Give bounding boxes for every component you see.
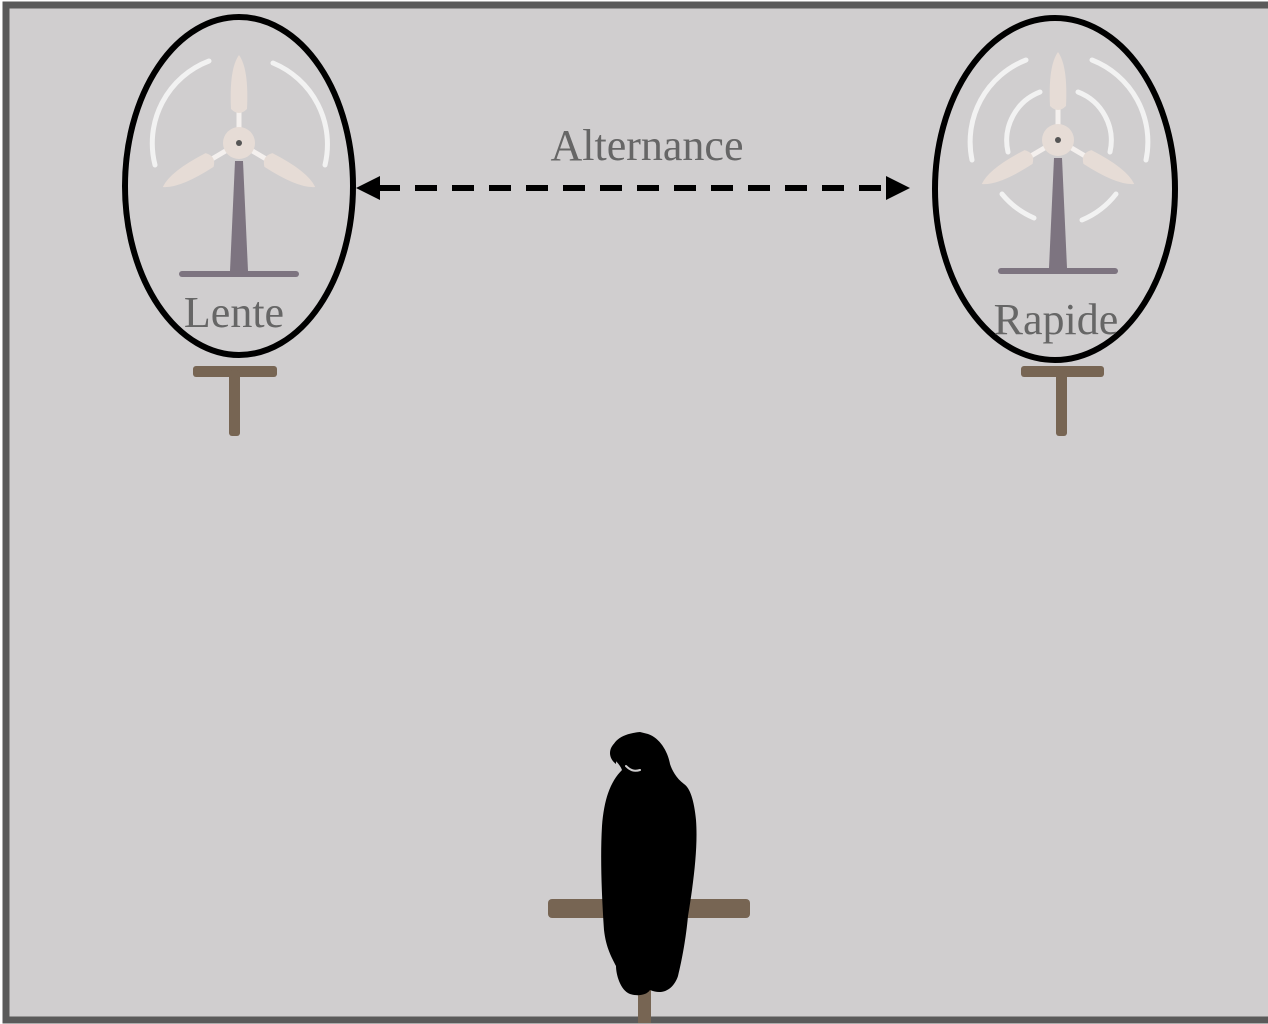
raptor-silhouette-icon <box>601 732 697 996</box>
alternation-label: Alternance <box>551 121 744 170</box>
right-turbine-ellipse <box>932 15 1178 363</box>
right-perch <box>1021 366 1104 436</box>
left-wind-turbine-icon <box>149 55 330 274</box>
left-perch <box>193 366 277 436</box>
alternation-arrow <box>356 176 910 200</box>
left-turbine-label: Lente <box>184 288 284 337</box>
right-turbine-label: Rapide <box>994 295 1119 344</box>
right-wind-turbine-icon <box>967 52 1151 271</box>
left-turbine-ellipse <box>122 14 356 358</box>
